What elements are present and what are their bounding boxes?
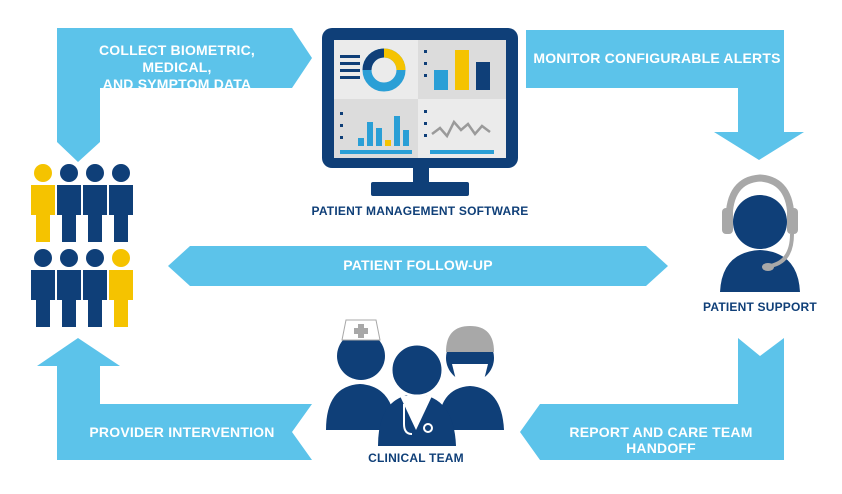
clinical-team-icon bbox=[326, 319, 504, 446]
arrow-provider-intervention bbox=[37, 338, 312, 460]
arrow-collect-data bbox=[57, 28, 312, 162]
collect-data-label-line2: AND SYMPTOM DATA bbox=[102, 76, 252, 92]
arrow-monitor-alerts bbox=[526, 30, 804, 160]
monitor-icon bbox=[322, 28, 518, 196]
monitor-alerts-label: MONITOR CONFIGURABLE ALERTS bbox=[533, 50, 781, 66]
clinical-team-label: CLINICAL TEAM bbox=[368, 451, 464, 465]
arrow-patient-follow-up bbox=[168, 246, 668, 286]
patient-follow-up-label: PATIENT FOLLOW-UP bbox=[343, 257, 493, 273]
report-handoff-label: REPORT AND CARE TEAM HANDOFF bbox=[569, 424, 753, 456]
arrow-report-handoff bbox=[520, 338, 784, 460]
patient-group-icon bbox=[31, 164, 133, 327]
provider-intervention-label: PROVIDER INTERVENTION bbox=[89, 424, 275, 440]
software-label: PATIENT MANAGEMENT SOFTWARE bbox=[311, 204, 529, 218]
collect-data-label: COLLECT BIOMETRIC, MEDICAL, AND SYMPTOM … bbox=[64, 42, 290, 93]
patient-support-label: PATIENT SUPPORT bbox=[703, 300, 817, 314]
collect-data-label-line1: COLLECT BIOMETRIC, MEDICAL, bbox=[98, 42, 256, 75]
headset-agent-icon bbox=[720, 174, 800, 292]
